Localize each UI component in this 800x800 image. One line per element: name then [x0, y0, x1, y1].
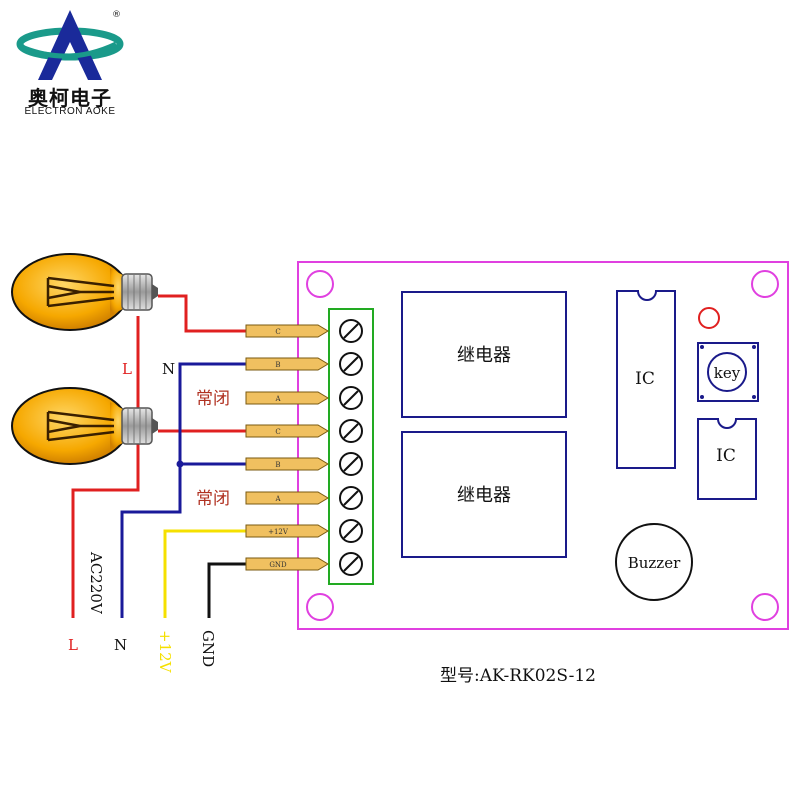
terminal-pin-label: B — [275, 361, 280, 369]
terminal-pin-label: C — [275, 328, 280, 336]
nc-label-2: 常闭 — [196, 489, 230, 509]
terminal-screw-slot — [343, 523, 359, 539]
relay-2 — [401, 431, 567, 558]
model-number: 型号:AK-RK02S-12 — [440, 666, 596, 686]
logo-mark-icon — [16, 10, 124, 80]
terminal-screw-slot — [343, 356, 359, 372]
terminal-pin-label: A — [274, 495, 281, 503]
terminal-pin — [245, 491, 329, 505]
bottom-label-12v: +12V — [156, 630, 174, 674]
ac220v-label: AC220V — [87, 551, 105, 615]
terminal-pin-label: B — [275, 461, 280, 469]
live-wires — [71, 294, 250, 618]
relay-2-label: 继电器 — [457, 485, 511, 506]
light-bulbs — [11, 253, 158, 465]
bottom-label-gnd: GND — [199, 630, 217, 667]
terminal-screw-slot — [343, 456, 359, 472]
terminal-pin — [245, 524, 329, 538]
terminal-pin — [245, 457, 329, 471]
buzzer-label: Buzzer — [628, 554, 681, 572]
logo-name-en: ELECTRON AOKE — [24, 106, 116, 117]
registered-mark: ® — [112, 10, 121, 20]
terminal-pin — [245, 357, 329, 371]
mounting-holes — [306, 270, 779, 621]
terminal-pins: C B A C B A +12V GND — [245, 324, 329, 571]
ground-wire — [207, 562, 250, 618]
neutral-wires — [120, 362, 250, 618]
board-outline — [297, 261, 789, 630]
bottom-label-neutral: N — [114, 636, 127, 654]
wire-label-live: L — [122, 360, 132, 378]
nc-label-1: 常闭 — [196, 389, 230, 409]
terminal-pin — [245, 557, 329, 571]
terminal-screw-slot — [343, 490, 359, 506]
terminal-pin — [245, 391, 329, 405]
led-indicator — [698, 307, 720, 329]
terminal-pin-label: +12V — [268, 528, 289, 536]
plus12v-wire — [163, 529, 250, 618]
ic-1-label: IC — [635, 369, 655, 389]
relay-1-label: 继电器 — [457, 345, 511, 366]
wire-label-neutral: N — [162, 360, 175, 378]
terminal-screw-slot — [343, 423, 359, 439]
terminal-block — [328, 308, 374, 585]
terminal-screw-slot — [343, 323, 359, 339]
ic-2 — [697, 418, 757, 500]
light-bulb-icon — [11, 253, 158, 331]
terminal-pin-label: GND — [269, 561, 287, 569]
logo-name-cn: 奥柯电子 — [28, 86, 112, 110]
ic-1 — [616, 290, 676, 469]
relay-1 — [401, 291, 567, 418]
bottom-label-live: L — [68, 636, 78, 654]
key-label: key — [714, 364, 741, 382]
light-bulb-icon — [11, 387, 158, 465]
neutral-junction — [176, 460, 184, 468]
terminal-pin — [245, 324, 329, 338]
terminal-pin-label: A — [274, 395, 281, 403]
buzzer — [615, 523, 693, 601]
key-switch — [697, 342, 759, 402]
terminal-screws — [339, 319, 363, 576]
ic-2-label: IC — [716, 446, 736, 466]
terminal-screw-slot — [343, 556, 359, 572]
terminal-pin — [245, 424, 329, 438]
terminal-pin-label: C — [275, 428, 280, 436]
terminal-screw-slot — [343, 390, 359, 406]
